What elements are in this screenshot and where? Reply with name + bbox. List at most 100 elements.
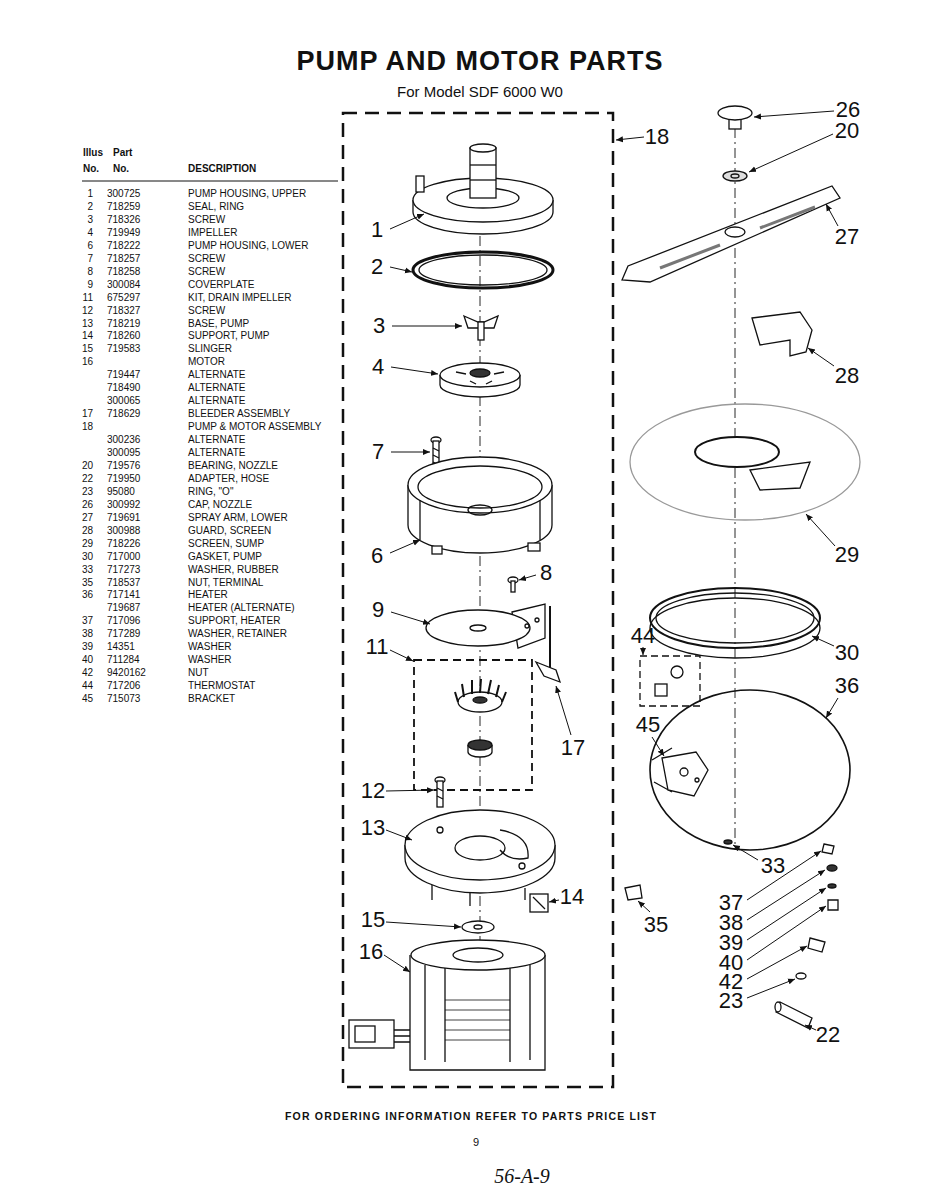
part-number: 9420162 xyxy=(107,667,146,678)
part-number: 717000 xyxy=(107,550,140,561)
part-description: WASHER xyxy=(188,641,232,652)
part-number: 718257 xyxy=(107,252,140,263)
part-description: SLINGER xyxy=(188,343,232,354)
part-number: 718629 xyxy=(107,408,140,419)
callout-number: 18 xyxy=(645,125,669,149)
part-number: 717273 xyxy=(107,563,140,574)
illus-number: 30 xyxy=(82,550,93,561)
illus-number: 11 xyxy=(83,291,93,302)
part-number: 300236 xyxy=(107,434,140,445)
illus-number: 45 xyxy=(82,693,93,704)
callout-number: 6 xyxy=(371,544,383,568)
part-description: SUPPORT, PUMP xyxy=(188,330,270,341)
callout-number: 45 xyxy=(636,713,660,737)
illus-number: 38 xyxy=(82,628,93,639)
illus-number: 4 xyxy=(87,226,93,237)
part-description: ALTERNATE xyxy=(188,382,245,393)
part-description: ALTERNATE xyxy=(188,447,245,458)
callout-number: 13 xyxy=(361,816,385,840)
part-description: HEATER xyxy=(188,589,228,600)
part-number: 718327 xyxy=(107,304,140,315)
part-number: 14351 xyxy=(107,641,135,652)
callout-number: 23 xyxy=(719,989,743,1013)
illus-number: 44 xyxy=(82,680,93,691)
illus-number: 15 xyxy=(82,343,93,354)
part-number: 717141 xyxy=(107,589,140,600)
part-number: 717206 xyxy=(107,680,140,691)
caption: FOR ORDERING INFORMATION REFER TO PARTS … xyxy=(285,1111,657,1123)
page-number: 9 xyxy=(473,1136,479,1148)
part-number: 718226 xyxy=(107,537,140,548)
part-description: PUMP HOUSING, LOWER xyxy=(188,239,308,250)
part-description: ALTERNATE xyxy=(188,434,245,445)
callout-number: 36 xyxy=(835,674,859,698)
part-description: ALTERNATE xyxy=(188,369,245,380)
part-description: HEATER (ALTERNATE) xyxy=(188,602,295,613)
callout-number: 16 xyxy=(359,940,383,964)
table-header: No. xyxy=(83,163,99,174)
part-description: SEAL, RING xyxy=(188,200,244,211)
title: PUMP AND MOTOR PARTS xyxy=(296,47,663,77)
callout-number: 27 xyxy=(835,225,859,249)
illus-number: 14 xyxy=(82,330,93,341)
callout-number: 33 xyxy=(761,854,785,878)
illus-number: 33 xyxy=(82,563,93,574)
part-description: RING, "O" xyxy=(188,485,233,496)
part-number: 718490 xyxy=(107,382,140,393)
part-description: SCREEN, SUMP xyxy=(188,537,264,548)
illus-number: 23 xyxy=(82,485,93,496)
callout-number: 7 xyxy=(372,440,384,464)
illus-number: 42 xyxy=(82,667,93,678)
illus-number: 18 xyxy=(82,421,93,432)
illus-number: 3 xyxy=(87,213,93,224)
part-number: 719576 xyxy=(107,459,140,470)
callout-number: 29 xyxy=(835,543,859,567)
part-description: KIT, DRAIN IMPELLER xyxy=(188,291,291,302)
part-description: CAP, NOZZLE xyxy=(188,498,252,509)
part-number: 719583 xyxy=(107,343,140,354)
table-header: No. xyxy=(113,163,129,174)
illus-number: 35 xyxy=(82,576,93,587)
part-description: BASE, PUMP xyxy=(188,317,249,328)
callout-number: 9 xyxy=(372,598,384,622)
part-number: 300095 xyxy=(107,447,140,458)
part-description: BLEEDER ASSEMBLY xyxy=(188,408,290,419)
illus-number: 9 xyxy=(87,278,93,289)
part-number: 718259 xyxy=(107,200,140,211)
part-description: SCREW xyxy=(188,304,225,315)
callout-number: 22 xyxy=(816,1023,840,1047)
part-description: BRACKET xyxy=(188,693,235,704)
part-number: 300725 xyxy=(107,188,140,199)
part-number: 300988 xyxy=(107,524,140,535)
table-header: DESCRIPTION xyxy=(188,163,256,174)
part-number: 719687 xyxy=(107,602,140,613)
part-description: THERMOSTAT xyxy=(188,680,255,691)
illus-number: 16 xyxy=(82,356,93,367)
callout-number: 14 xyxy=(560,885,584,909)
part-description: NUT, TERMINAL xyxy=(188,576,263,587)
callout-number: 20 xyxy=(835,119,859,143)
illus-number: 26 xyxy=(82,498,93,509)
part-number: 300992 xyxy=(107,498,140,509)
illus-number: 2 xyxy=(87,200,93,211)
callout-number: 8 xyxy=(540,561,552,585)
part-description: SPRAY ARM, LOWER xyxy=(188,511,288,522)
part-description: MOTOR xyxy=(188,356,225,367)
illus-number: 1 xyxy=(87,188,93,199)
illus-number: 27 xyxy=(82,511,93,522)
part-description: SUPPORT, HEATER xyxy=(188,615,280,626)
callout-number: 17 xyxy=(561,736,585,760)
callout-number: 28 xyxy=(835,364,859,388)
part-number: 300065 xyxy=(107,395,140,406)
callout-number: 4 xyxy=(372,355,384,379)
illus-number: 12 xyxy=(82,304,93,315)
part-number: 715073 xyxy=(107,693,140,704)
subtitle: For Model SDF 6000 W0 xyxy=(397,84,563,101)
part-number: 719949 xyxy=(107,226,140,237)
part-description: SCREW xyxy=(188,213,225,224)
part-description: PUMP & MOTOR ASSEMBLY xyxy=(188,421,321,432)
illus-number: 17 xyxy=(82,408,93,419)
illus-number: 36 xyxy=(82,589,93,600)
